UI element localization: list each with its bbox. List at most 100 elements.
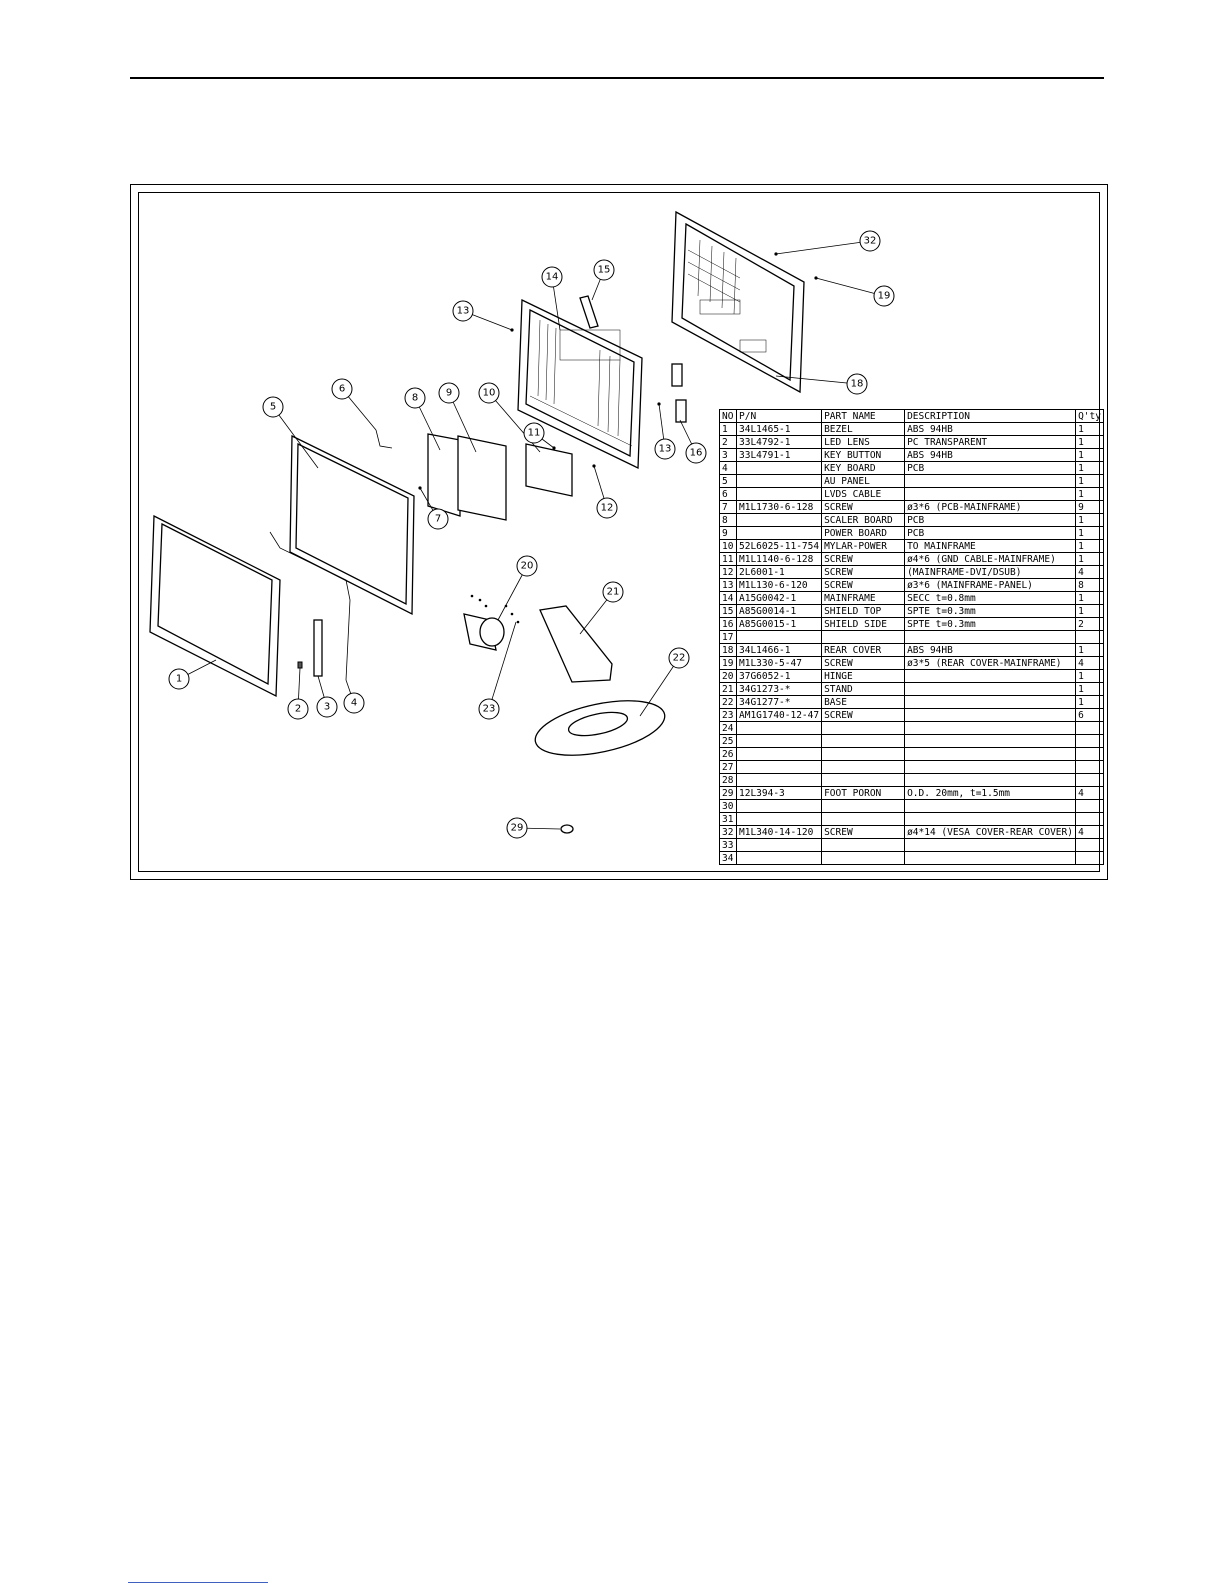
cell-qty: 9 (1075, 500, 1104, 514)
callout-balloon: 2 (287, 667, 309, 720)
callout-circle (668, 647, 690, 669)
cell-qty: 8 (1075, 578, 1104, 592)
callout-number: 29 (511, 823, 524, 834)
table-row: 28 (719, 773, 1104, 787)
callout-circle (516, 555, 538, 577)
cell-desc (904, 773, 1077, 787)
stand-part (539, 605, 613, 683)
mainframe-part (517, 298, 643, 470)
callout-number: 8 (412, 393, 418, 404)
cell-pn (735, 461, 823, 475)
cell-desc: ø3*5 (REAR COVER-MAINFRAME) (904, 656, 1077, 670)
cell-no: 8 (719, 513, 737, 527)
cell-name: SCREW (821, 708, 906, 722)
shield-side-part-b (675, 399, 687, 423)
shield-side-part-a (671, 363, 683, 387)
cell-desc: ø3*6 (PCB-MAINFRAME) (904, 500, 1077, 514)
callout-balloon: 18 (775, 373, 868, 395)
cell-qty: 1 (1075, 487, 1104, 501)
callout-number: 20 (521, 561, 534, 572)
key-button-part (313, 619, 323, 677)
cell-desc (904, 760, 1077, 774)
table-row: 30 (719, 799, 1104, 813)
cell-name (821, 630, 906, 644)
parts-list-header: NO P/N PART NAME DESCRIPTION Q'ty (719, 409, 1104, 423)
cell-pn: A15G0042-1 (735, 591, 823, 605)
cell-name: BASE (821, 695, 906, 709)
cell-qty: 1 (1075, 539, 1104, 553)
cell-no: 16 (719, 617, 737, 631)
callout-number: 22 (673, 653, 686, 664)
base-part (534, 700, 666, 756)
cell-qty (1075, 851, 1104, 865)
callout-circle (685, 442, 707, 464)
cell-qty (1075, 799, 1104, 813)
cell-qty: 1 (1075, 513, 1104, 527)
callout-circle (602, 581, 624, 603)
cell-no: 19 (719, 656, 737, 670)
table-row: 33 (719, 838, 1104, 852)
cell-desc (904, 799, 1077, 813)
callout-number: 11 (528, 428, 541, 439)
callout-balloon: 1 (168, 659, 217, 690)
cell-no: 21 (719, 682, 737, 696)
cell-name: MAINFRAME (821, 591, 906, 605)
cell-name: SHIELD SIDE (821, 617, 906, 631)
cell-qty: 4 (1075, 786, 1104, 800)
cell-pn: M1L130-6-120 (735, 578, 823, 592)
callout-number: 19 (878, 291, 891, 302)
cell-name (821, 851, 906, 865)
cell-no: 12 (719, 565, 737, 579)
cell-name (821, 838, 906, 852)
cell-name (821, 734, 906, 748)
table-row: 24 (719, 721, 1104, 735)
cell-no: 18 (719, 643, 737, 657)
cell-no: 6 (719, 487, 737, 501)
scaler-board-part (427, 433, 461, 517)
callout-balloon: 32 (775, 230, 881, 255)
cell-qty: 1 (1075, 695, 1104, 709)
cell-qty: 1 (1075, 591, 1104, 605)
cell-qty (1075, 838, 1104, 852)
cell-name: MYLAR-POWER (821, 539, 906, 553)
callout-balloon: 12 (593, 465, 618, 519)
callout-balloon: 11 (523, 422, 555, 449)
cell-pn: 34G1273-* (735, 682, 823, 696)
key-board-part (269, 531, 351, 681)
callout-number: 23 (483, 704, 496, 715)
callout-balloon: 22 (639, 647, 690, 717)
lvds-cable-part (375, 429, 393, 449)
callout-number: 1 (176, 674, 182, 685)
cell-name: KEY BOARD (821, 461, 906, 475)
cell-no: 14 (719, 591, 737, 605)
cell-desc: ABS 94HB (904, 448, 1077, 462)
cell-qty (1075, 747, 1104, 761)
cell-no: 22 (719, 695, 737, 709)
cell-name: KEY BUTTON (821, 448, 906, 462)
cell-name: SCREW (821, 552, 906, 566)
cell-name (821, 812, 906, 826)
rear-cover-part (671, 210, 805, 394)
cell-desc: PCB (904, 513, 1077, 527)
cell-qty: 1 (1075, 552, 1104, 566)
cell-desc: SPTE t=0.3mm (904, 617, 1077, 631)
cell-qty: 1 (1075, 461, 1104, 475)
cell-desc (904, 669, 1077, 683)
cell-pn (735, 773, 823, 787)
cell-name: STAND (821, 682, 906, 696)
callout-circle (438, 382, 460, 404)
hinge-part (463, 613, 505, 651)
cell-qty: 1 (1075, 682, 1104, 696)
cell-no: 30 (719, 799, 737, 813)
callout-circle (478, 382, 500, 404)
callout-number: 5 (270, 402, 276, 413)
shield-top-part (579, 295, 599, 329)
cell-name: HINGE (821, 669, 906, 683)
callout-balloon: 14 (541, 266, 563, 331)
